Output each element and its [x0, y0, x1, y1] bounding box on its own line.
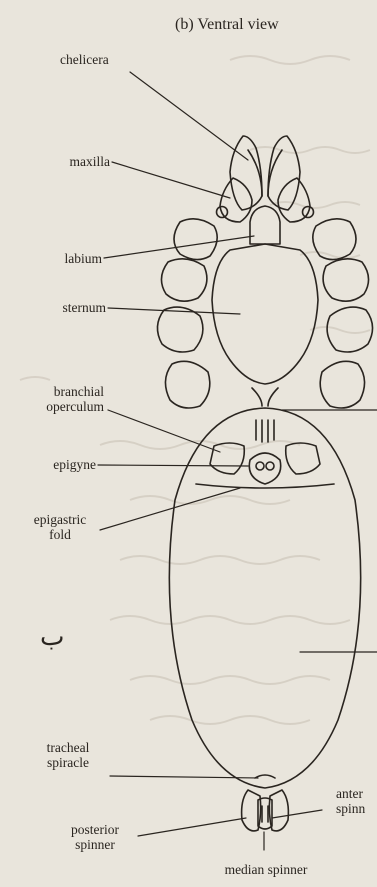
abdomen-outline — [169, 408, 360, 788]
chelicerae-shape — [230, 136, 300, 210]
leader-lines — [98, 72, 377, 850]
label-median-spinner: median spinner — [206, 862, 326, 877]
label-labium: labium — [20, 251, 102, 266]
label-epigyne: epigyne — [10, 457, 96, 472]
label-posterior-line2: spinner — [50, 837, 140, 852]
epigyne-shape — [249, 453, 280, 484]
label-chelicera: chelicera — [60, 52, 109, 67]
label-branchial-operculum: branchial operculum — [4, 384, 104, 414]
label-epigastric-fold: epigastric fold — [20, 512, 100, 542]
label-maxilla: maxilla — [30, 154, 110, 169]
label-epigastric-line2: fold — [20, 527, 100, 542]
label-tracheal-line2: spiracle — [28, 755, 108, 770]
label-branchial-line2: operculum — [4, 399, 104, 414]
label-posterior-spinner: posterior spinner — [50, 822, 140, 852]
leg-coxae-right — [313, 219, 373, 408]
label-tracheal-line1: tracheal — [28, 740, 108, 755]
labium-shape — [250, 206, 280, 244]
label-posterior-line1: posterior — [50, 822, 140, 837]
label-anterior-line1: anter — [336, 786, 365, 801]
label-sternum: sternum — [10, 300, 106, 315]
label-anterior-line2: spinn — [336, 801, 365, 816]
leg-coxae-left — [157, 219, 217, 408]
margin-arabic-mark: ب — [40, 622, 64, 652]
label-tracheal-spiracle: tracheal spiracle — [28, 740, 108, 770]
spinners-shape — [242, 790, 289, 831]
label-epigastric-line1: epigastric — [20, 512, 100, 527]
label-branchial-line1: branchial — [4, 384, 104, 399]
pedicel-shape — [252, 388, 278, 406]
label-anterior-spinner: anter spinn — [336, 786, 365, 816]
